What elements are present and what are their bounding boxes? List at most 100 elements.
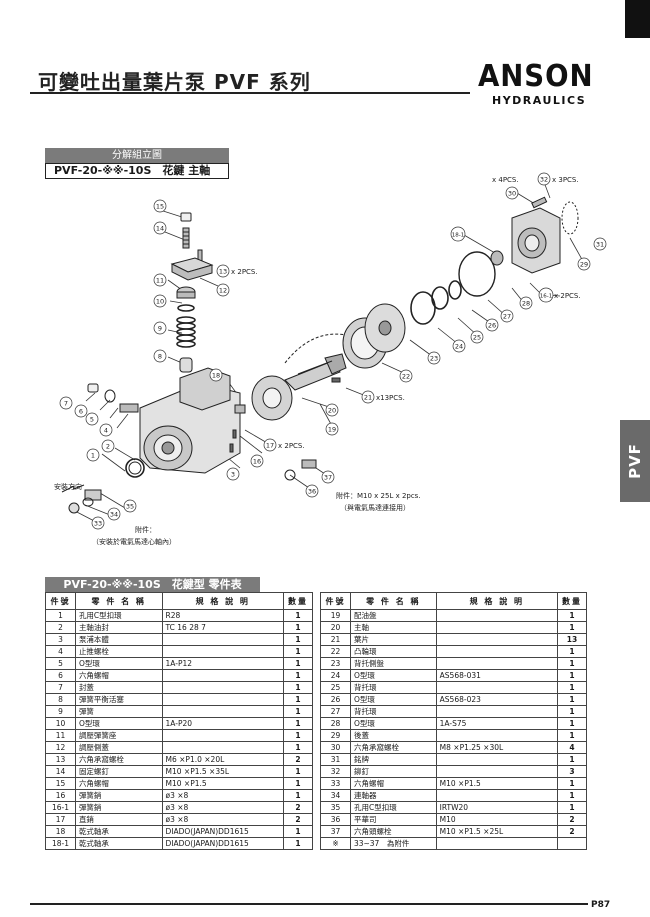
cell-spec: M10 <box>435 813 559 826</box>
svg-text:32: 32 <box>540 176 548 184</box>
callout-34: 34 <box>107 507 121 521</box>
cell-qty: 1 <box>283 609 313 622</box>
cell-spec <box>435 657 559 670</box>
svg-text:16-1: 16-1 <box>540 294 552 300</box>
cell-part-name: 背托環 <box>349 705 437 718</box>
cell-part-no: 34 <box>320 789 351 802</box>
cell-spec <box>435 729 559 742</box>
svg-text:36: 36 <box>308 488 316 496</box>
cell-spec <box>161 645 285 658</box>
svg-text:25: 25 <box>473 334 481 342</box>
cell-part-name: 彈簧 <box>74 705 163 718</box>
cell-qty: 1 <box>283 693 313 706</box>
cell-qty: 1 <box>283 765 313 778</box>
svg-text:33: 33 <box>94 520 102 528</box>
brand-subtitle: HYDRAULICS <box>492 94 587 107</box>
cell-qty: 1 <box>557 801 587 814</box>
cell-part-name: 六角螺帽 <box>349 777 437 790</box>
cell-qty: 1 <box>557 609 587 622</box>
page-number: P87 <box>588 900 614 910</box>
section-side-tab[interactable]: PVF <box>620 420 650 502</box>
svg-text:14: 14 <box>156 225 164 233</box>
callout-29: 29 <box>577 257 591 271</box>
cell-part-no: 32 <box>320 765 351 778</box>
callout-7: 7 <box>59 396 73 410</box>
callout-3: 3 <box>226 467 240 481</box>
cell-part-name: 六角承窩螺栓 <box>74 753 163 766</box>
cell-part-name: 33~37 為附件 <box>349 837 437 850</box>
callout-11: 11 <box>153 273 167 287</box>
cell-qty: 2 <box>557 825 587 838</box>
exploded-view-diagram: 15 14 13 12 11 10 9 8 18 7 6 5 4 3 2 1 1… <box>54 172 607 546</box>
cell-qty: 1 <box>557 657 587 670</box>
callout-27: 27 <box>500 309 514 323</box>
cell-spec <box>161 669 285 682</box>
callout-5: 5 <box>85 412 99 426</box>
cell-part-name: 凸輪環 <box>349 645 437 658</box>
callout-13: 13 <box>216 264 230 278</box>
svg-text:1: 1 <box>91 452 95 460</box>
callout-21: 21 <box>361 390 375 404</box>
cell-qty: 1 <box>283 645 313 658</box>
svg-text:3: 3 <box>231 471 235 479</box>
svg-text:18: 18 <box>212 372 220 380</box>
callout-28: 28 <box>519 296 533 310</box>
cell-part-name: 六角螺帽 <box>74 669 163 682</box>
cell-part-no: 6 <box>45 669 76 682</box>
cell-part-no: 19 <box>320 609 351 622</box>
callout-16-1: 16-1 <box>538 287 554 303</box>
cell-part-no: 24 <box>320 669 351 682</box>
cell-part-no: 20 <box>320 621 351 634</box>
svg-text:17: 17 <box>266 442 274 450</box>
brand-name: ANSON <box>478 59 594 94</box>
cell-part-no: 29 <box>320 729 351 742</box>
svg-text:12: 12 <box>219 287 227 295</box>
col-qty: 數量 <box>557 592 587 610</box>
cell-part-name: 六角螺帽 <box>74 777 163 790</box>
cell-qty: 1 <box>283 657 313 670</box>
cell-part-no: 18 <box>45 825 76 838</box>
callout-36: 36 <box>305 484 319 498</box>
svg-text:28: 28 <box>522 300 530 308</box>
cell-spec: ø3 ×8 <box>161 789 285 802</box>
cell-part-no: 21 <box>320 633 351 646</box>
accessory-bolt-note: 附件：M10 x 25L x 2pcs. <box>336 491 421 500</box>
cell-part-no: 3 <box>45 633 76 646</box>
cell-qty: 1 <box>557 789 587 802</box>
cell-part-name: O型環 <box>74 717 163 730</box>
cell-spec <box>435 633 559 646</box>
cell-part-no: 8 <box>45 693 76 706</box>
cell-qty: 1 <box>283 777 313 790</box>
cell-spec: M10 ×P1.5 <box>435 777 559 790</box>
cell-qty <box>557 837 587 850</box>
cell-qty: 1 <box>283 621 313 634</box>
svg-text:37: 37 <box>324 474 332 482</box>
cell-part-no: 14 <box>45 765 76 778</box>
cell-qty: 4 <box>557 741 587 754</box>
cell-part-no: 15 <box>45 777 76 790</box>
cell-spec: AS568-031 <box>435 669 559 682</box>
svg-text:26: 26 <box>488 322 496 330</box>
callout-19: 19 <box>325 422 339 436</box>
cell-part-no: 30 <box>320 741 351 754</box>
cell-part-no: 4 <box>45 645 76 658</box>
cell-spec <box>435 837 559 850</box>
cell-part-no: 35 <box>320 801 351 814</box>
cell-spec: ø3 ×8 <box>161 813 285 826</box>
qty-2pcs-17: x 2PCS. <box>278 442 305 450</box>
brand-logo: ANSON HYDRAULICS <box>478 59 600 108</box>
col-qty: 數量 <box>283 592 313 610</box>
cell-part-no: 10 <box>45 717 76 730</box>
